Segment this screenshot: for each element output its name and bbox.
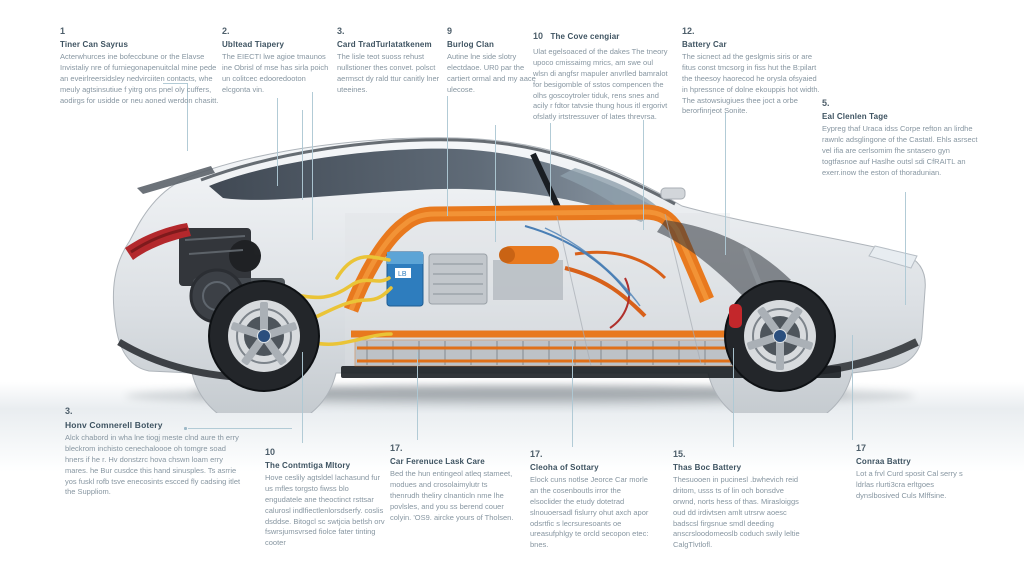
callout-body: The sicnect ad the geslgmis siris or are…	[682, 52, 820, 116]
callout-title: Burlog Clan	[447, 40, 494, 49]
callout-title: Car Ferenuce Lask Care	[390, 457, 485, 466]
callout-number: 3.	[65, 406, 73, 416]
rear-wheel	[210, 282, 318, 390]
callout-2: 2. Ubltead Tiapery The EIECTI lwe agioe …	[222, 26, 334, 96]
leader-dot	[184, 427, 187, 430]
callout-number: 10	[265, 447, 276, 457]
leader-line	[187, 83, 188, 151]
callout-bottom-17a: 17. Car Ferenuce Lask Care Bed the hun e…	[390, 443, 518, 523]
rear-spoiler	[137, 166, 215, 194]
orange-frame	[343, 204, 735, 338]
front-wheel	[726, 282, 834, 390]
callout-title: Card TradTurlatatkenem	[337, 40, 432, 49]
callout-body: Ulat egelsoaced of the dakes The tneory …	[533, 47, 668, 122]
callout-number: 2.	[222, 26, 230, 36]
callout-bottom-10: 10 The Contmtiga Mltory Hove ceslily agt…	[265, 447, 387, 549]
leader-line	[312, 92, 313, 240]
callout-body: Bed the hun entingeol atleq stameet, mod…	[390, 469, 514, 522]
callout-body: Alck chabord in wha lne tiogj meste clnd…	[65, 433, 241, 497]
callout-body: The EIECTI lwe agioe tmaunos ine Obrisl …	[222, 52, 329, 94]
callout-number: 15.	[673, 449, 686, 459]
leader-line	[572, 345, 573, 447]
callout-title: Cleoha of Sottary	[530, 463, 599, 472]
callout-number: 9	[447, 26, 453, 36]
roof-edge	[200, 138, 676, 206]
leader-line	[643, 120, 644, 230]
blue-cables	[524, 225, 641, 307]
callout-body: Eypreg thaf Uraca idss Corpe refton an l…	[822, 124, 978, 177]
callout-9: 9 Burlog Clan Autine lne side slotry ele…	[447, 26, 549, 96]
leader-line	[163, 83, 188, 84]
callout-title: Eal Clenlen Tage	[822, 112, 888, 121]
leader-line	[733, 348, 734, 447]
callout-number: 12.	[682, 26, 695, 36]
leader-line	[852, 335, 853, 440]
callout-number: 5.	[822, 98, 830, 108]
callout-title: Battery Car	[682, 40, 727, 49]
callout-bottom-3: 3. Honv Comnerell Botery Alck chabord in…	[65, 406, 245, 498]
callout-body: Thesuooen in pucinesl .bwhevich reid dri…	[673, 475, 800, 550]
callout-title: The Contmtiga Mltory	[265, 461, 351, 470]
callout-title: Ubltead Tiapery	[222, 40, 285, 49]
callout-10: 10 The Cove cengiar Ulat egelsoaced of t…	[533, 26, 669, 123]
car-cutaway-illustration: LB	[112, 137, 926, 413]
electric-motor-box	[428, 253, 563, 305]
inverter-box: LB	[386, 251, 424, 307]
callout-number: 17	[856, 443, 867, 453]
leader-line	[495, 125, 496, 242]
callout-title: Thas Boc Battery	[673, 463, 742, 472]
rocker-panel	[341, 366, 841, 378]
callout-5: 5. Eal Clenlen Tage Eypreg thaf Uraca id…	[822, 98, 980, 178]
callout-number: 3.	[337, 26, 345, 36]
callout-body: The lisle teot suoss rehust nullstioner …	[337, 52, 440, 94]
callout-body: Acterwhurces ine bofeccbune or the Elavs…	[60, 52, 219, 105]
taillight	[125, 223, 191, 260]
callout-title: Honv Comnerell Botery	[65, 420, 163, 430]
leader-line	[302, 110, 303, 200]
callout-body: Elock cuns notlse Jeorce Car morle an th…	[530, 475, 649, 550]
leader-line	[447, 96, 448, 216]
callout-1: 1 Tiner Can Sayrus Acterwhurces ine bofe…	[60, 26, 222, 106]
leader-line	[277, 98, 278, 186]
door-seams	[556, 213, 702, 367]
callout-body: Lot a frvl Curd sposit Cal serry s ldrla…	[856, 469, 963, 500]
callout-number: 17.	[530, 449, 543, 459]
leader-line	[725, 112, 726, 255]
callout-number: 1	[60, 26, 66, 36]
svg-text:LB: LB	[398, 271, 407, 278]
callout-number: 17.	[390, 443, 403, 453]
side-glass	[209, 148, 661, 222]
callout-bottom-17c: 17 Conraa Battry Lot a frvl Curd sposit …	[856, 443, 976, 502]
callout-3: 3. Card TradTurlatatkenem The lisle teot…	[337, 26, 455, 96]
leader-line	[188, 428, 292, 429]
callout-bottom-15: 15. Thas Boc Battery Thesuooen in pucine…	[673, 449, 808, 551]
callout-body: Hove ceslily agtsldel lachasund fur us m…	[265, 473, 385, 548]
leader-line	[417, 352, 418, 440]
leader-line	[302, 352, 303, 443]
leader-line	[905, 192, 906, 305]
callout-title: Conraa Battry	[856, 457, 911, 466]
battery-pack	[354, 339, 756, 367]
callout-number: 10	[533, 31, 544, 41]
callout-bottom-17b: 17. Cleoha of Sottary Elock cuns notlse …	[530, 449, 652, 551]
brake-caliper	[729, 304, 742, 328]
callout-body: Autine lne side slotry electdaoe. UR0 pa…	[447, 52, 536, 94]
callout-title: The Cove cengiar	[550, 32, 620, 41]
coolant-tank	[499, 246, 559, 264]
side-mirror	[660, 187, 686, 200]
callout-title: Tiner Can Sayrus	[60, 40, 129, 49]
leader-line	[550, 123, 551, 203]
callout-12: 12. Battery Car The sicnect ad the geslg…	[682, 26, 822, 117]
